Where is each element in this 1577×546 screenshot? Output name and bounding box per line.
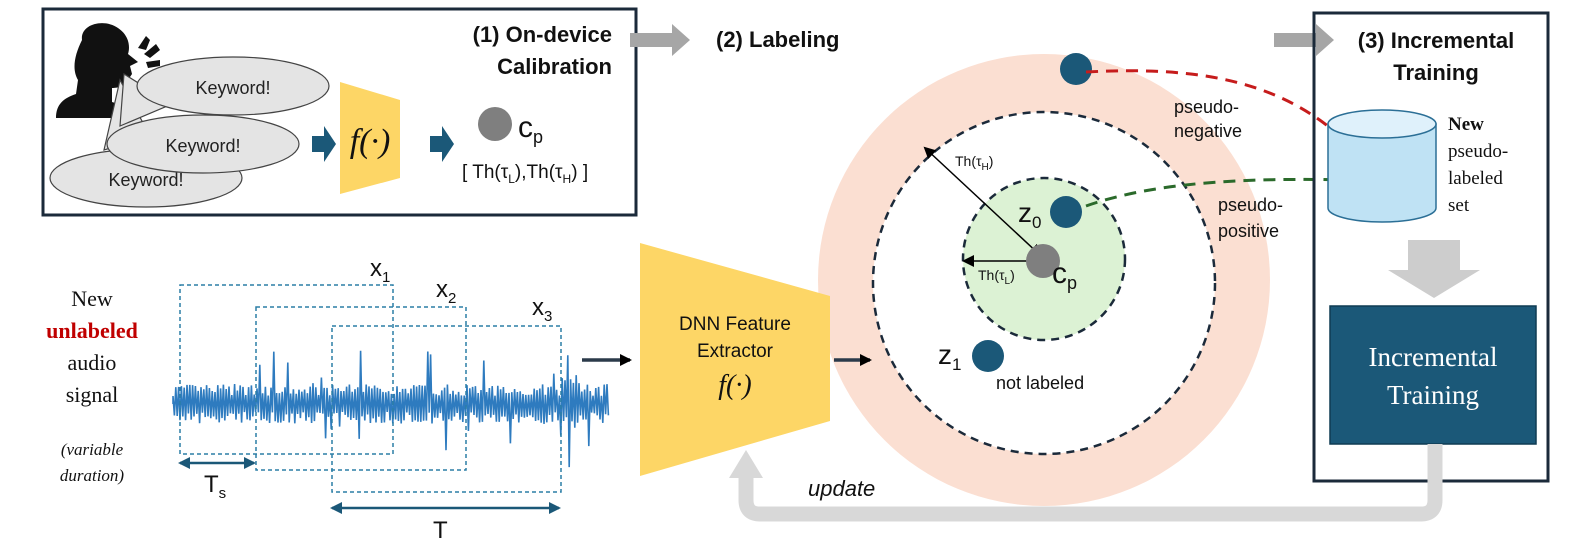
calibration-centroid-dot xyxy=(478,107,512,141)
calibration-title: Calibration xyxy=(497,54,612,79)
window-length-label: T xyxy=(433,517,448,544)
grey-down-arrow-icon xyxy=(1388,240,1480,298)
calibration-centroid-label: cp xyxy=(518,111,543,147)
dnn-feature-extractor-shape xyxy=(640,243,830,476)
sample-z0-dot xyxy=(1050,196,1082,228)
signal-duration-note: (variable xyxy=(61,440,124,459)
dnn-extractor-function-label: f(·) xyxy=(718,370,751,401)
incremental-training-block xyxy=(1329,305,1537,445)
window-x1-label: x1 xyxy=(370,255,390,286)
grey-step-arrow-icon xyxy=(630,24,690,56)
speech-balloon-top: Keyword! xyxy=(136,56,330,116)
high-threshold-label: Th(τH) xyxy=(955,153,993,173)
centroid-dot xyxy=(1026,244,1060,278)
sample-z0-label: z0 xyxy=(1018,197,1041,232)
signal-label: signal xyxy=(66,382,119,407)
speech-balloon-middle: Keyword! xyxy=(106,114,300,174)
pseudo-labeled-set-label: New xyxy=(1448,114,1484,135)
window-box-x1 xyxy=(179,284,394,455)
dnn-extractor-label: DNN Feature xyxy=(679,314,791,335)
signal-label: audio xyxy=(68,350,117,375)
low-threshold-label: Th(τL) xyxy=(978,267,1015,287)
incremental-training-title: (3) Incremental xyxy=(1358,28,1515,53)
grey-step-arrow-icon xyxy=(1274,24,1334,56)
pseudo-positive-label: pseudo- xyxy=(1218,195,1283,215)
pseudo-negative-arrow xyxy=(1085,69,1360,156)
pseudo-negative-label: pseudo- xyxy=(1174,97,1239,117)
sample-z1-dot xyxy=(972,340,1004,372)
calibration-function-label: f(·) xyxy=(350,123,391,160)
signal-duration-note: duration) xyxy=(60,466,125,485)
pseudo-labeled-set-cylinder-icon xyxy=(1327,109,1437,223)
incremental-training-block-label: Incremental xyxy=(1369,342,1498,372)
window-stride-label: Ts xyxy=(204,471,226,502)
incremental-training-block-label: Training xyxy=(1387,380,1479,410)
teal-arrow-icon xyxy=(430,126,454,162)
not-labeled-label: not labeled xyxy=(996,373,1084,393)
pseudo-labeled-set-label: labeled xyxy=(1448,168,1503,189)
calibration-title: (1) On-device xyxy=(473,22,612,47)
window-x2-label: x2 xyxy=(436,276,456,307)
window-x3-label: x3 xyxy=(532,294,552,325)
pseudo-negative-sample-dot xyxy=(1060,53,1092,85)
high-threshold-radius-arrow xyxy=(923,146,1042,257)
labeling-title: (2) Labeling xyxy=(716,27,839,52)
pseudo-positive-label: positive xyxy=(1218,221,1279,241)
speaker-silhouette-icon xyxy=(56,23,160,118)
window-box-x2 xyxy=(255,306,467,471)
calibration-feature-extractor-shape xyxy=(340,82,400,194)
signal-unlabeled-label: unlabeled xyxy=(46,318,138,343)
incremental-training-title: Training xyxy=(1393,60,1479,85)
keyword-label: Keyword! xyxy=(165,136,240,156)
pseudo-labeled-set-label: set xyxy=(1448,195,1470,216)
pseudo-negative-label: negative xyxy=(1174,121,1242,141)
pseudo-labeled-set-label: pseudo- xyxy=(1448,141,1508,162)
keyword-label: Keyword! xyxy=(108,170,183,190)
audio-waveform xyxy=(172,350,610,468)
update-label: update xyxy=(808,476,875,501)
dnn-extractor-label: Extractor xyxy=(697,341,774,362)
centroid-label: cp xyxy=(1052,257,1077,293)
signal-label: New xyxy=(71,286,113,311)
update-arrowhead-icon xyxy=(729,450,763,478)
sample-z1-label: z1 xyxy=(938,339,961,374)
keyword-label: Keyword! xyxy=(195,78,270,98)
window-box-x3 xyxy=(331,325,562,493)
teal-arrow-icon xyxy=(312,126,336,162)
update-feedback-arrow xyxy=(738,444,1443,522)
threshold-pair-label: [ Th(τL),Th(τH) ] xyxy=(462,162,588,186)
